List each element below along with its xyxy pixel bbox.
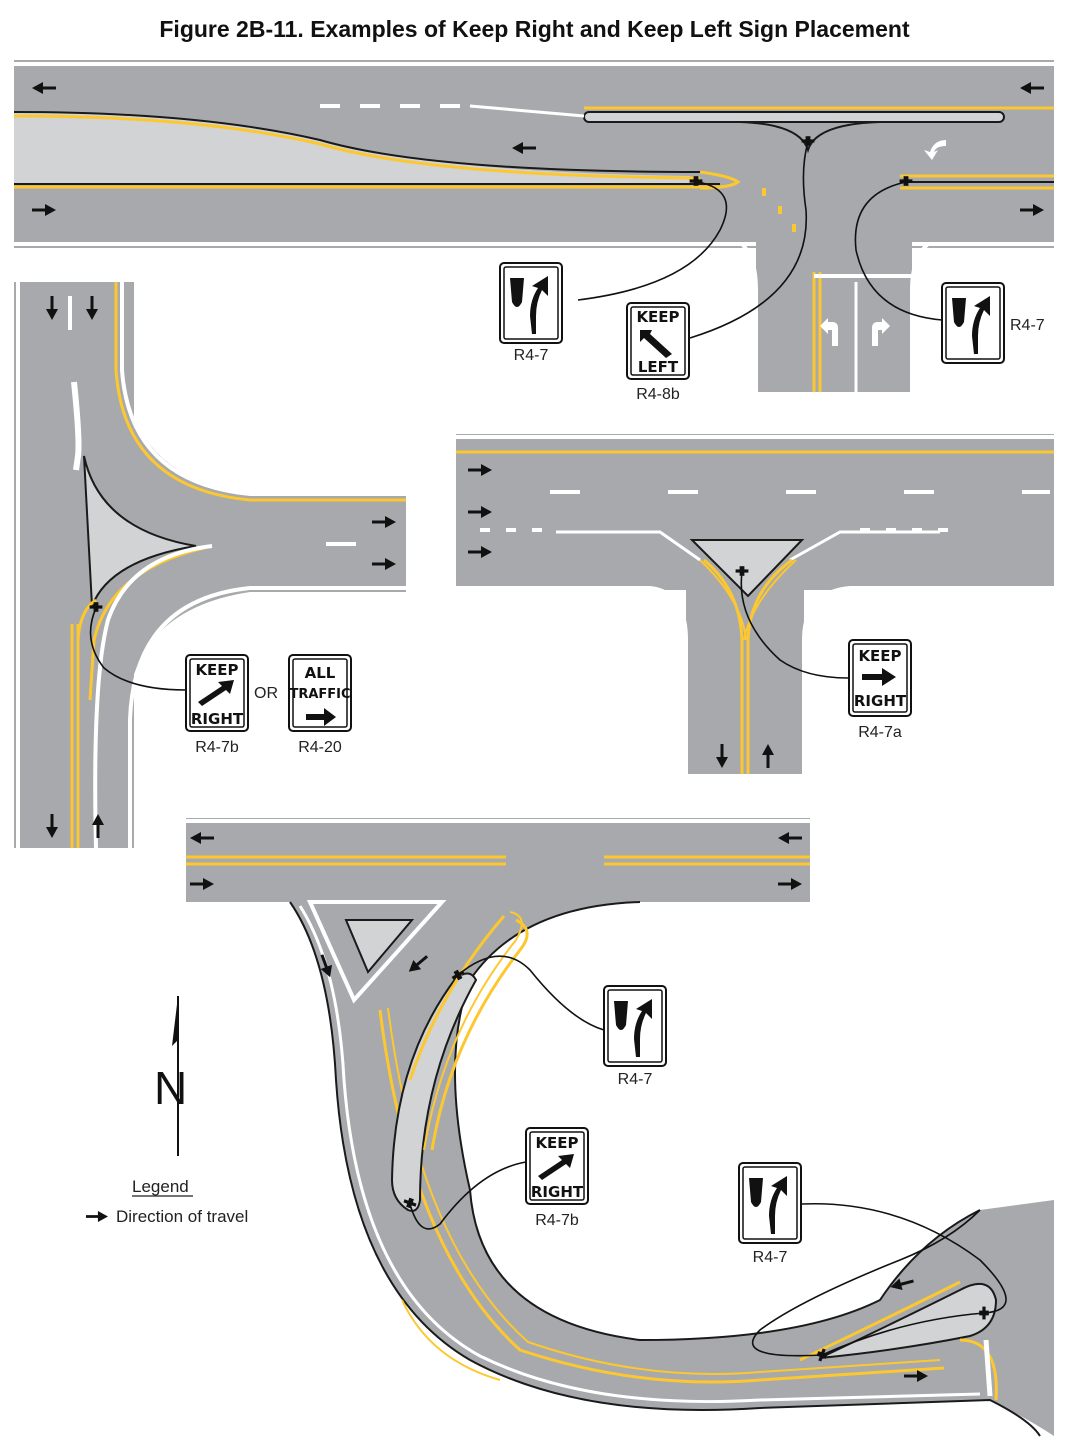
r4-20-line2: TRAFFIC xyxy=(289,687,350,702)
r4-20-line1: ALL xyxy=(305,664,336,682)
left-intersection xyxy=(14,282,406,849)
legend: Legend Direction of travel xyxy=(86,1177,248,1226)
r4-7b-bottom-line2: RIGHT xyxy=(531,1183,584,1201)
right-median-island xyxy=(583,111,1005,123)
sign-r4-7-bottom-upper: R4-7 xyxy=(603,985,667,1088)
code-r4-7b-left: R4-7b xyxy=(195,739,239,756)
left-median-island xyxy=(14,112,690,184)
top-intersection xyxy=(13,60,1054,392)
south-leg xyxy=(756,240,912,392)
code-r4-8b: R4-8b xyxy=(636,386,680,403)
or-label: OR xyxy=(254,685,278,702)
r4-7b-bottom-line1: KEEP xyxy=(535,1134,578,1152)
r4-7b-left-line1: KEEP xyxy=(195,661,238,679)
bottom-intersection xyxy=(186,818,1054,1437)
code-r4-7-d: R4-7 xyxy=(753,1249,788,1266)
code-r4-7-b: R4-7 xyxy=(1010,317,1045,334)
figure-title: Figure 2B-11. Examples of Keep Right and… xyxy=(159,16,910,42)
sign-r4-7-top-right: R4-7 xyxy=(941,282,1045,364)
sign-r4-7-top-left: R4-7 xyxy=(499,262,563,364)
code-r4-7-c: R4-7 xyxy=(618,1071,653,1088)
sign-r4-7b-bottom: KEEP RIGHT R4-7b xyxy=(525,1127,589,1229)
r4-7b-left-line2: RIGHT xyxy=(191,710,244,728)
code-r4-7a: R4-7a xyxy=(858,724,902,741)
r4-7a-line1: KEEP xyxy=(858,647,901,665)
sign-r4-7b-left: KEEP RIGHT R4-7b xyxy=(185,654,249,756)
legend-title: Legend xyxy=(132,1177,189,1196)
right-intersection xyxy=(456,434,1054,774)
sign-r4-7a: KEEP RIGHT R4-7a xyxy=(848,639,912,741)
r4-8b-line2: LEFT xyxy=(638,358,679,376)
r4-8b-line1: KEEP xyxy=(636,308,679,326)
north-arrow: N xyxy=(154,996,187,1156)
legend-item: Direction of travel xyxy=(116,1207,248,1226)
code-r4-20: R4-20 xyxy=(298,739,342,756)
sign-r4-7-bottom-lower: R4-7 xyxy=(738,1162,802,1266)
code-r4-7-a: R4-7 xyxy=(514,347,549,364)
north-label: N xyxy=(154,1062,187,1114)
legend-arrow-icon xyxy=(86,1211,108,1222)
sign-r4-20: ALL TRAFFIC R4-20 xyxy=(288,654,352,756)
code-r4-7b-bottom: R4-7b xyxy=(535,1212,579,1229)
sign-r4-8b: KEEP LEFT R4-8b xyxy=(626,302,690,403)
r4-7a-line2: RIGHT xyxy=(854,692,907,710)
